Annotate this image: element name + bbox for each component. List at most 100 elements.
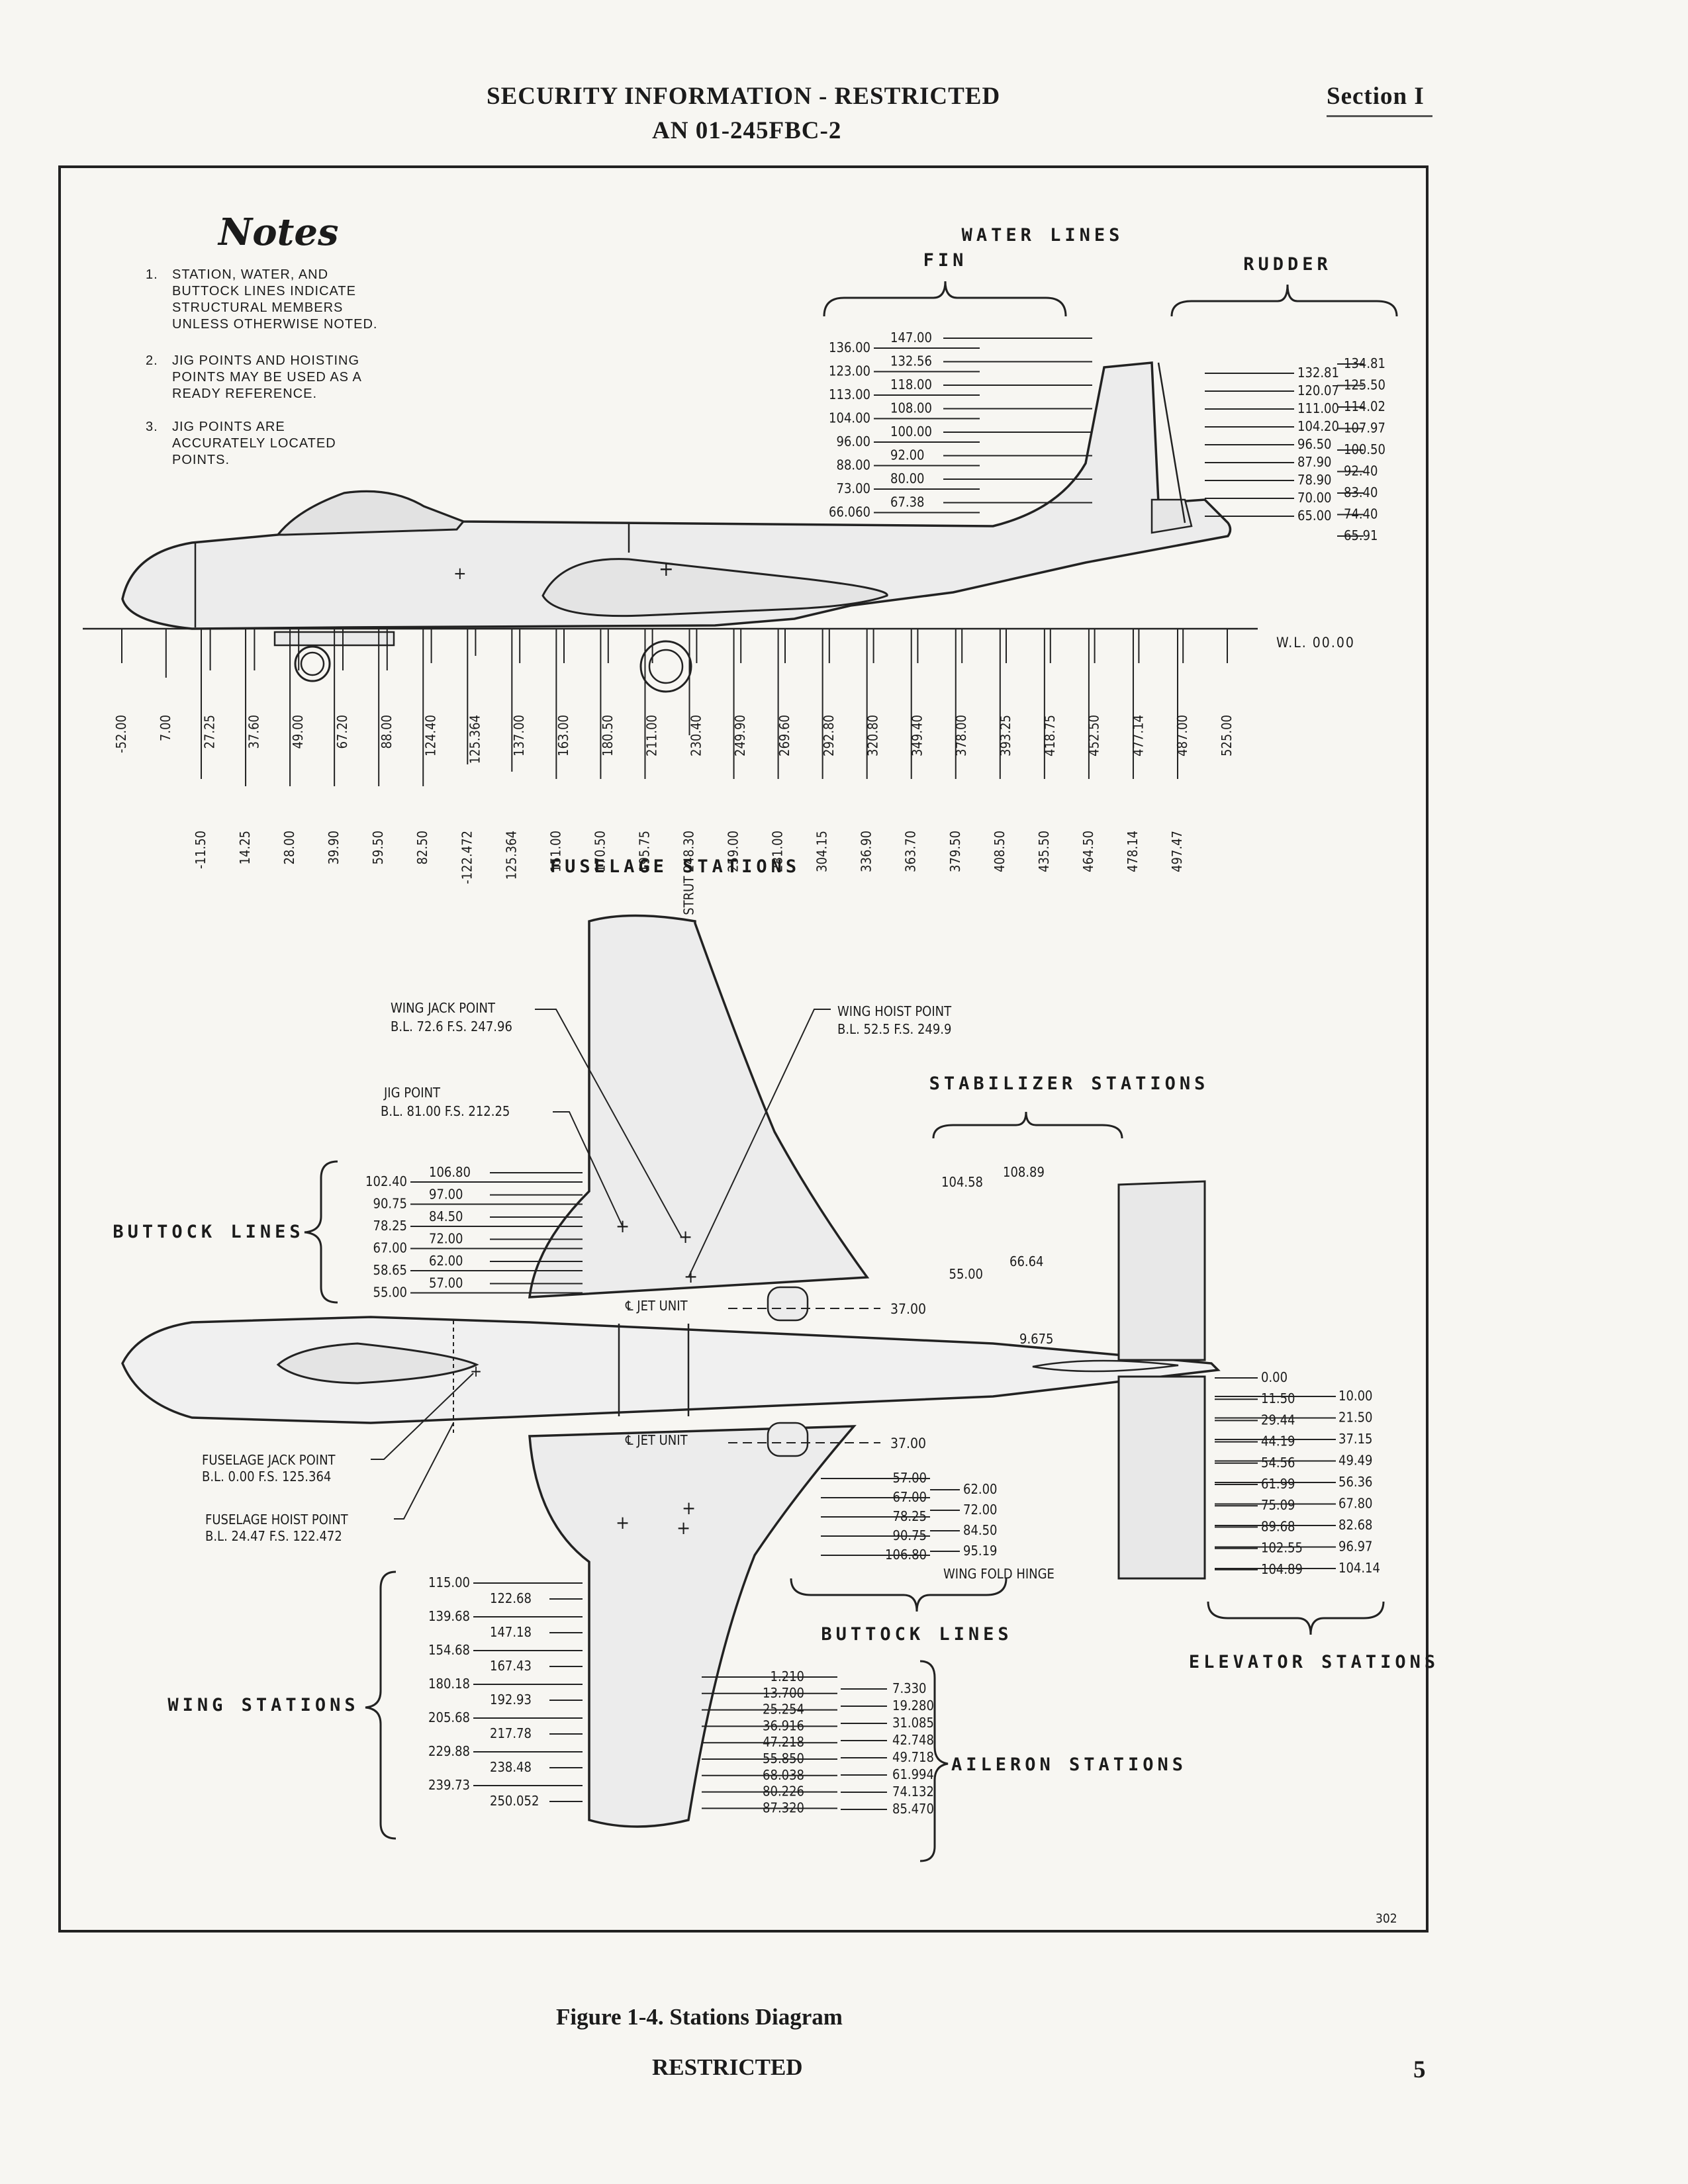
wing-fold-hinge: WING FOLD HINGE xyxy=(943,1566,1055,1582)
buttock-left-5: 55.00 xyxy=(373,1285,408,1300)
station-lower-2: 28.00 xyxy=(281,831,297,865)
station-lower-0: -11.50 xyxy=(193,831,209,869)
plan-canopy xyxy=(276,1342,479,1385)
wing-right-5: 238.48 xyxy=(490,1759,532,1775)
elevator-right-8: 104.14 xyxy=(1338,1560,1380,1576)
station-upper-13: 230.40 xyxy=(688,715,704,756)
fin-left-1: 123.00 xyxy=(829,363,870,379)
station-lower-13: 281.00 xyxy=(770,831,786,872)
fin-left-5: 88.00 xyxy=(837,457,871,473)
elevator-left-1: 11.50 xyxy=(1261,1390,1295,1406)
buttock-lines-lower-title: BUTTOCK LINES xyxy=(821,1624,1012,1645)
station-upper-23: 477.14 xyxy=(1130,715,1146,756)
aileron-right-3: 42.748 xyxy=(892,1732,934,1748)
wing-jack-leader xyxy=(535,1009,682,1238)
station-upper-21: 418.75 xyxy=(1042,715,1058,756)
figure-caption: Figure 1-4. Stations Diagram xyxy=(556,2004,843,2030)
station-lower-10: 195.75 xyxy=(636,831,652,872)
station-upper-5: 67.20 xyxy=(334,715,350,749)
station-lower-8: 151.00 xyxy=(547,831,563,872)
stabilizer-1: 108.89 xyxy=(1003,1164,1045,1180)
station-lower-1: 14.25 xyxy=(237,831,253,865)
elevator-right-7: 96.97 xyxy=(1338,1539,1373,1555)
note-1-number: 1. xyxy=(146,267,158,282)
security-header: SECURITY INFORMATION - RESTRICTED xyxy=(487,83,1001,110)
fin-right-5: 92.00 xyxy=(890,447,925,463)
lower-jet-intake xyxy=(767,1422,809,1457)
station-lower-11: STRUT 248.30 xyxy=(681,831,697,915)
station-upper-14: 249.90 xyxy=(732,715,748,756)
wing-right-1: 147.18 xyxy=(490,1624,532,1640)
station-upper-18: 349.40 xyxy=(909,715,925,756)
rudder-right-7: 74.40 xyxy=(1344,506,1378,522)
elevator-right-6: 82.68 xyxy=(1338,1517,1373,1533)
fin-right-0: 147.00 xyxy=(890,330,932,345)
plan-station-leaders xyxy=(410,1172,1336,1810)
station-upper-1: 7.00 xyxy=(158,715,173,741)
fin-title: FIN xyxy=(923,250,968,271)
rudder-left-0: 132.81 xyxy=(1297,365,1339,381)
rudder-left-4: 96.50 xyxy=(1297,436,1332,452)
fin-right-7: 67.38 xyxy=(890,494,925,510)
fin-left-0: 136.00 xyxy=(829,340,870,355)
buttock-lower-right-2: 84.50 xyxy=(963,1522,998,1538)
station-lower-16: 363.70 xyxy=(903,831,919,872)
drawing-number: 302 xyxy=(1376,1911,1397,1926)
station-lower-3: 39.90 xyxy=(326,831,342,865)
wing-left-3: 180.18 xyxy=(428,1676,470,1692)
plan-callout-leaders xyxy=(371,1009,880,1520)
fin-right-2: 118.00 xyxy=(890,377,932,392)
fuselage-jack-sub: B.L. 0.00 F.S. 125.364 xyxy=(202,1469,331,1484)
wing-right-6: 250.052 xyxy=(490,1793,539,1809)
wing-stations-title: WING STATIONS xyxy=(167,1695,359,1715)
rudder-right-4: 100.50 xyxy=(1344,441,1385,457)
buttock-left-1: 90.75 xyxy=(373,1196,408,1212)
rudder-hinge xyxy=(1157,362,1186,523)
rudder-right-1: 125.50 xyxy=(1344,377,1385,393)
rudder-left-5: 87.90 xyxy=(1297,454,1332,470)
station-lower-4: 59.50 xyxy=(370,831,386,865)
station-upper-15: 269.60 xyxy=(776,715,792,756)
note-2-text: JIG POINTS AND HOISTING POINTS MAY BE US… xyxy=(172,353,361,401)
fin-left-6: 73.00 xyxy=(837,480,871,496)
buttock-left-0: 102.40 xyxy=(365,1173,407,1189)
station-upper-12: 211.00 xyxy=(644,715,660,756)
upper-stabilizer xyxy=(1117,1180,1206,1361)
station-upper-11: 180.50 xyxy=(600,715,616,756)
station-lower-15: 336.90 xyxy=(859,831,874,872)
stabilizer-0: 104.58 xyxy=(941,1174,983,1190)
station-lower-14: 304.15 xyxy=(814,831,830,872)
station-upper-22: 452.50 xyxy=(1086,715,1102,756)
wing-hoist-mark: + xyxy=(684,1265,698,1287)
upper-jet-intake xyxy=(767,1286,809,1322)
wing-right-2: 167.43 xyxy=(490,1658,532,1674)
side-hoist-point-mark: + xyxy=(453,564,467,584)
side-station-leaders xyxy=(121,338,1364,786)
rudder-brace xyxy=(1170,284,1398,317)
station-lower-5: 82.50 xyxy=(414,831,430,865)
stations-diagram: WATER LINES FIN RUDDER FUSELAGE STATIONS… xyxy=(83,225,1435,1926)
elevator-right-5: 67.80 xyxy=(1338,1496,1373,1512)
elevator-left-3: 44.19 xyxy=(1261,1433,1295,1449)
elevator-left-4: 54.56 xyxy=(1261,1455,1295,1471)
notes-title: Notes xyxy=(218,210,339,254)
wing-stations-brace xyxy=(365,1570,397,1840)
buttock-right-0: 106.80 xyxy=(429,1164,471,1180)
buttock-right-4: 62.00 xyxy=(429,1253,463,1269)
fuselage-hoist-title: FUSELAGE HOIST POINT xyxy=(205,1512,349,1527)
buttock-lower-right-0: 62.00 xyxy=(963,1481,998,1497)
side-stabilizer xyxy=(1150,498,1193,534)
wing-left-6: 239.73 xyxy=(428,1777,470,1793)
fin-right-6: 80.00 xyxy=(890,471,925,486)
station-lower-19: 435.50 xyxy=(1036,831,1052,872)
braces xyxy=(304,281,1398,1862)
wing-right-3: 192.93 xyxy=(490,1692,532,1707)
rudder-right-5: 92.40 xyxy=(1344,463,1378,479)
buttock-left-2: 78.25 xyxy=(373,1218,408,1234)
buttock-lower-right-3: 95.19 xyxy=(963,1543,998,1559)
station-upper-17: 320.80 xyxy=(865,715,881,756)
waterline-label: W.L. 00.00 xyxy=(1276,635,1355,651)
rudder-left-2: 111.00 xyxy=(1297,400,1339,416)
aileron-right-4: 49.718 xyxy=(892,1749,934,1765)
